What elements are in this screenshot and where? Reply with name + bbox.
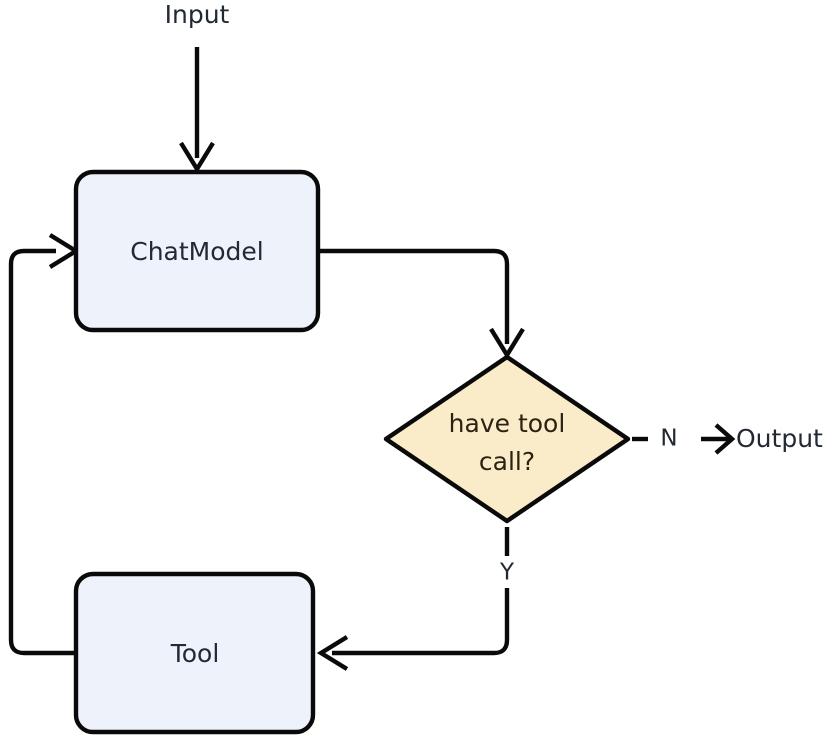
decision-diamond[interactable] xyxy=(383,354,631,524)
edge-input-to-chatmodel xyxy=(179,47,215,174)
edge-n-to-output xyxy=(701,423,736,455)
arrow-left-icon xyxy=(316,635,349,671)
tool-box[interactable] xyxy=(73,571,316,735)
input-label: Input xyxy=(165,0,230,29)
chatmodel-box[interactable] xyxy=(73,169,321,333)
node-tool[interactable]: Tool xyxy=(73,571,316,735)
branch-label-yes: Y xyxy=(499,560,515,586)
decision-label-line1: have tool xyxy=(449,409,566,438)
chatmodel-label: ChatModel xyxy=(130,237,263,266)
output-label: Output xyxy=(736,424,823,453)
edge-line xyxy=(8,248,76,656)
edge-tool-to-chatmodel xyxy=(8,233,81,656)
edge-decision-yes-to-tool xyxy=(316,527,510,671)
node-decision[interactable]: have tool call? xyxy=(383,354,631,524)
node-chatmodel[interactable]: ChatModel xyxy=(73,169,321,333)
edge-line xyxy=(332,588,510,656)
arrow-down-icon xyxy=(179,141,215,174)
edge-line xyxy=(318,248,510,344)
decision-label-line2: call? xyxy=(479,447,535,476)
arrow-right-icon xyxy=(714,423,736,455)
tool-label: Tool xyxy=(170,639,220,668)
branch-label-no: N xyxy=(660,426,677,452)
edge-chatmodel-to-decision xyxy=(318,248,525,360)
